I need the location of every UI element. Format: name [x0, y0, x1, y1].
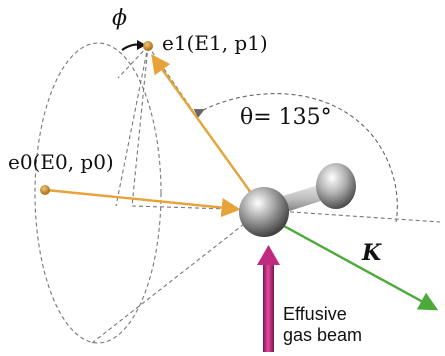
- cone-spoke-2: [115, 45, 149, 207]
- momentum-transfer-arrow: [261, 212, 439, 311]
- theta-arc: [193, 93, 398, 223]
- gas-beam-label: Effusive gas beam: [283, 304, 362, 346]
- momentum-transfer-label: K: [362, 240, 382, 266]
- electron-dot-icon: [40, 185, 50, 195]
- gas-beam-label-line1: Effusive: [283, 304, 347, 324]
- cone-spoke-3: [131, 45, 149, 207]
- gas-beam-arrow: [257, 245, 280, 352]
- phi-label: ϕ: [112, 6, 127, 31]
- molecule-icon: [239, 163, 356, 237]
- cone-ellipse: [34, 42, 162, 344]
- theta-label: θ= 135°: [240, 105, 332, 130]
- gas-beam-label-line2: gas beam: [283, 325, 363, 345]
- scattered-electron-label: e1(E1, p1): [162, 31, 268, 55]
- incident-electron-label: e0(E0, p0): [8, 150, 114, 174]
- incident-electron-arrow: [45, 188, 241, 218]
- rotation-arrowhead: [137, 40, 146, 50]
- cone-spoke-1: [117, 45, 149, 79]
- cone-edge-bottom: [91, 209, 263, 344]
- electron-dot-icon: [143, 41, 153, 51]
- scattered-electron-arrow: [151, 54, 263, 209]
- reference-axis: [261, 209, 441, 223]
